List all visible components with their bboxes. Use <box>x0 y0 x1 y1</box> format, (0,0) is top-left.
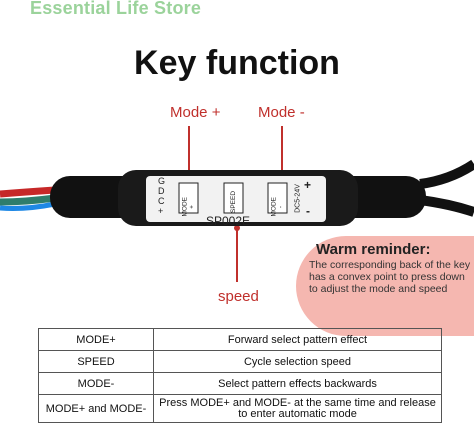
mode-minus-key[interactable] <box>267 182 288 214</box>
speed-callout: speed <box>218 288 259 305</box>
mode-plus-leader <box>188 126 190 180</box>
speed-key-label: SPEED <box>230 190 237 213</box>
warm-reminder-title: Warm reminder: <box>316 241 431 258</box>
desc-cell: Cycle selection speed <box>153 350 442 373</box>
table-row: MODE- Select pattern effects backwards <box>38 372 442 395</box>
page-title: Key function <box>134 44 340 82</box>
pin-plus: + <box>158 206 164 216</box>
output-cable <box>419 159 474 189</box>
mode-minus-key-label: MODE - <box>270 197 285 217</box>
pin-g: G <box>158 176 166 186</box>
store-watermark: Essential Life Store <box>30 0 202 18</box>
key-cell: MODE+ <box>38 328 154 351</box>
minus-sign: - <box>306 204 310 218</box>
mode-plus-key[interactable] <box>178 182 199 214</box>
pin-labels: G D C + <box>158 176 165 216</box>
red-wire <box>0 186 56 198</box>
speed-leader-dot <box>233 225 240 231</box>
speed-key[interactable] <box>223 182 244 214</box>
mode-plus-key-label: MODE + <box>181 197 196 217</box>
key-cell: MODE+ and MODE- <box>38 394 154 423</box>
warm-reminder-body: The corresponding back of the key has a … <box>309 259 471 295</box>
mode-minus-callout: Mode - <box>258 104 305 121</box>
table-row: SPEED Cycle selection speed <box>38 350 442 373</box>
pin-c: C <box>158 196 165 206</box>
desc-cell: Select pattern effects backwards <box>153 372 442 395</box>
voltage-label: DC5-24V <box>294 184 302 213</box>
key-function-table: MODE+ Forward select pattern effect SPEE… <box>38 328 442 423</box>
table-row: MODE+ and MODE- Press MODE+ and MODE- at… <box>38 394 442 423</box>
speed-leader <box>236 228 238 282</box>
key-cell: MODE- <box>38 372 154 395</box>
blue-wire <box>0 201 56 211</box>
green-wire <box>0 194 56 206</box>
table-row: MODE+ Forward select pattern effect <box>38 328 442 351</box>
output-cable-2 <box>419 195 474 217</box>
key-cell: SPEED <box>38 350 154 373</box>
desc-cell: Forward select pattern effect <box>153 328 442 351</box>
mode-plus-callout: Mode + <box>170 104 221 121</box>
mode-minus-leader <box>281 126 283 180</box>
controller-device <box>0 159 474 226</box>
model-label: SP002E <box>206 214 251 228</box>
warm-reminder-box <box>296 236 474 336</box>
plus-sign: + <box>304 178 312 192</box>
desc-cell: Press MODE+ and MODE- at the same time a… <box>153 394 442 423</box>
pin-d: D <box>158 186 165 196</box>
